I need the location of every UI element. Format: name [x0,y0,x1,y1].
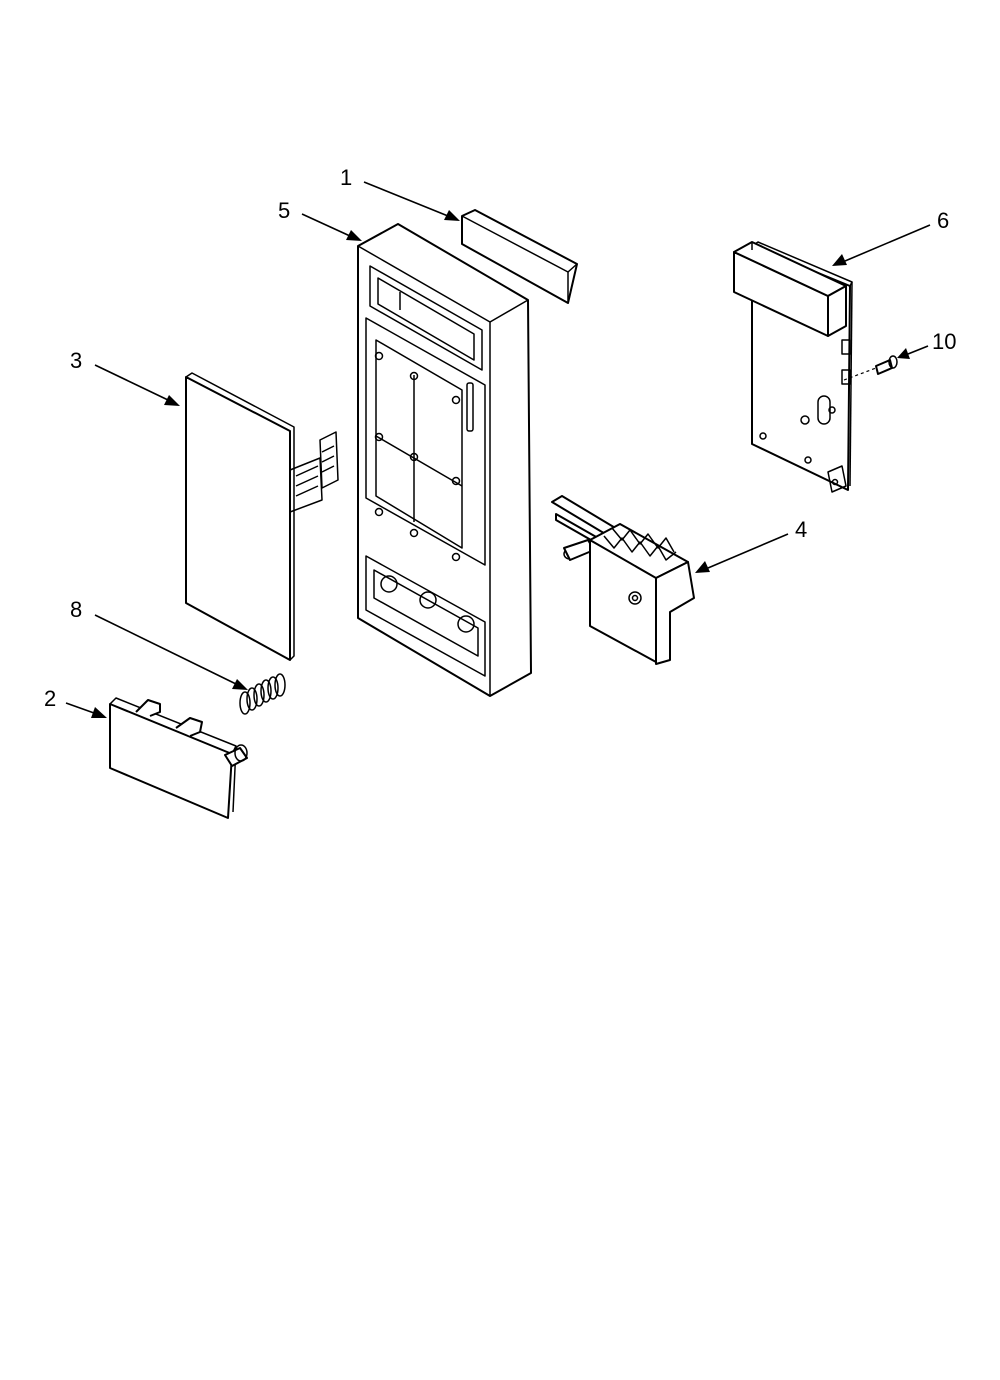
part-5-control-panel-frame [357,223,532,697]
part-6-circuit-board [733,241,853,493]
leader-line-5 [301,213,362,241]
leader-line-10 [897,345,929,359]
leader-line-4 [695,533,789,573]
part-1-display-window [461,209,578,304]
callout-label-8: 8 [70,597,82,622]
leader-line-8 [94,614,248,690]
part-2-release-button [109,697,248,819]
callout-label-5: 5 [278,198,290,223]
leader-line-3 [94,364,180,406]
callout-label-3: 3 [70,348,82,373]
leader-line-1 [363,181,460,221]
part-8-spring [239,673,286,715]
callout-label-2: 2 [44,686,56,711]
callout-label-4: 4 [795,517,807,542]
leader-line-6 [832,224,931,266]
leader-line-2 [65,702,107,718]
part-4-latch-assembly [551,495,695,665]
part-10-screw [843,355,898,381]
callout-label-6: 6 [937,208,949,233]
part-3-membrane-keypad [185,372,339,661]
callout-label-1: 1 [340,165,352,190]
callout-label-10: 10 [932,329,956,354]
